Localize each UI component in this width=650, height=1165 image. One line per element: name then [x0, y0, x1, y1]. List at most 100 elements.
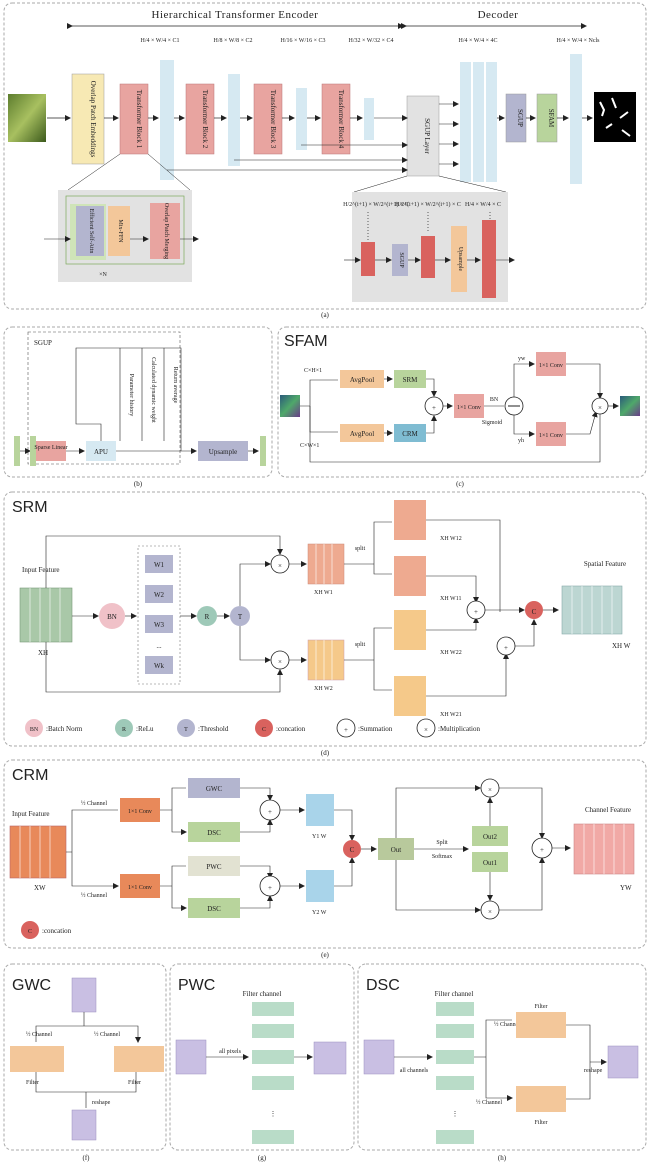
sum-2-sign: + [504, 644, 508, 652]
mix-ffn-box [108, 206, 130, 256]
h-ch-5 [436, 1130, 474, 1144]
e-a3 [240, 865, 273, 879]
gwc-input-cube [71, 977, 97, 1013]
d-a14 [426, 653, 509, 697]
wk-box [145, 656, 173, 674]
legend-relu-text: :ReLu [136, 725, 154, 733]
caption-a: (a) [321, 311, 329, 319]
sgup-inner-label: SGUP [398, 252, 404, 268]
panel-f-frame [3, 963, 167, 1151]
panel-f-title: GWC [12, 977, 51, 994]
legend-relu [115, 719, 133, 737]
sgup-inner-box [392, 244, 408, 276]
sgup-dim-1: H/2^(i+1) × W/2^(i+1) × C [343, 201, 409, 208]
xhw21-label: XH W21 [440, 712, 462, 718]
decoder-title: Decoder [478, 9, 519, 21]
w2-label: W2 [154, 591, 165, 599]
panel-d-title: SRM [12, 499, 48, 516]
overlap-patch-box [71, 73, 105, 165]
dsc-1-label: DSC [207, 829, 221, 837]
pwc-input-cube [175, 1039, 207, 1075]
half-1-label: ½ Channel [81, 800, 107, 807]
e-conv-2-label: 1×1 Conv [128, 885, 152, 891]
zoom-line-2r [438, 175, 507, 193]
merging-label: Overlap Patch Merging [163, 203, 169, 259]
conv-top-label: 1×1 Conv [539, 363, 563, 369]
xhw11-cube [394, 556, 426, 596]
g-filter-channel: Filter channel [243, 990, 282, 998]
sgup-dim-2: H/2^(i+1) × W/2^(i+1) × C [395, 201, 461, 208]
yw-label: yw [518, 356, 526, 362]
legend-mult [416, 718, 436, 738]
sgup-feature-1 [361, 242, 375, 276]
legend-relu-symbol: R [122, 727, 126, 733]
e-sum-3-sign: + [540, 846, 544, 854]
e-split [66, 809, 118, 886]
xw-cube [9, 825, 67, 879]
g-ch-1 [252, 1002, 294, 1016]
dim-1: H/4 × W/4 × C1 [141, 38, 180, 44]
apu-loop [75, 347, 182, 451]
split-2-label: split [355, 642, 366, 648]
spatial-feature-label: Spatial Feature [584, 560, 626, 568]
sgup-layer-label: SGUP Layer [423, 118, 431, 154]
gwc-output-cube [71, 1109, 97, 1141]
bn-d-label: BN [107, 613, 117, 621]
upsample-label: Upsample [457, 247, 463, 272]
d-a7 [45, 535, 283, 588]
dsc-2-box [188, 898, 240, 918]
xw-lines [19, 826, 51, 878]
d-a6 [239, 626, 271, 663]
panel-e-frame [3, 759, 647, 949]
e-conv-1-label: 1×1 Conv [128, 809, 152, 815]
f-filter-2-label: Filter [128, 1080, 141, 1086]
e-mult-1-sign: × [488, 786, 492, 794]
e-concat-label: C [350, 846, 355, 854]
g-ch-5 [252, 1130, 294, 1144]
apu-label: APU [94, 448, 108, 456]
threshold-circle [230, 606, 250, 626]
e-legend-text: :concation [42, 927, 72, 935]
h-split [474, 1019, 512, 1098]
e-a16 [499, 857, 545, 911]
c-a10 [566, 411, 598, 435]
out1-label: Out1 [483, 859, 498, 867]
sgup-dim-3: H/4 × W/4 × C [465, 202, 501, 208]
e-split-label: Split [436, 840, 448, 846]
legend-concat-symbol: C [262, 727, 266, 733]
d-split-2 [344, 627, 392, 691]
pwc-output-cube [313, 1041, 347, 1075]
input-image [8, 94, 46, 142]
legend-threshold-symbol: T [184, 727, 188, 733]
upsample-b-label: Upsample [209, 448, 237, 456]
feature-map-3 [296, 88, 307, 150]
h-ch-4 [436, 1076, 474, 1090]
h-half-2: ½ Channel [476, 1099, 502, 1106]
c-split [300, 379, 338, 433]
wk-label: Wk [154, 662, 165, 670]
xhw1-label: XH W1 [314, 590, 333, 596]
out2-label: Out2 [483, 833, 498, 841]
h-filter-2-label: Filter [535, 1120, 548, 1126]
xhw2-label: XH W2 [314, 686, 333, 692]
mult-1-sign: × [278, 562, 282, 570]
g-ch-3 [252, 1050, 294, 1064]
output-mask [594, 92, 636, 142]
panel-c-title: SFAM [284, 333, 328, 350]
concat-d [525, 601, 543, 619]
e-conv-2 [120, 874, 160, 898]
caption-d: (d) [321, 749, 330, 757]
panel-h-frame [357, 963, 647, 1151]
xw-label: XW [34, 884, 46, 892]
h-all-channels: all channels [400, 1068, 429, 1074]
xhw2-lines [315, 640, 333, 680]
c-a9 [566, 363, 603, 399]
sum-1-sign: + [474, 608, 478, 616]
gwc-label: GWC [206, 785, 223, 793]
e-mult-2-sign: × [488, 908, 492, 916]
w1-box [145, 555, 173, 573]
conv-bot-label: 1×1 Conv [539, 433, 563, 439]
legend-mult-sign: × [424, 726, 428, 734]
wdots-label: ... [156, 642, 162, 650]
